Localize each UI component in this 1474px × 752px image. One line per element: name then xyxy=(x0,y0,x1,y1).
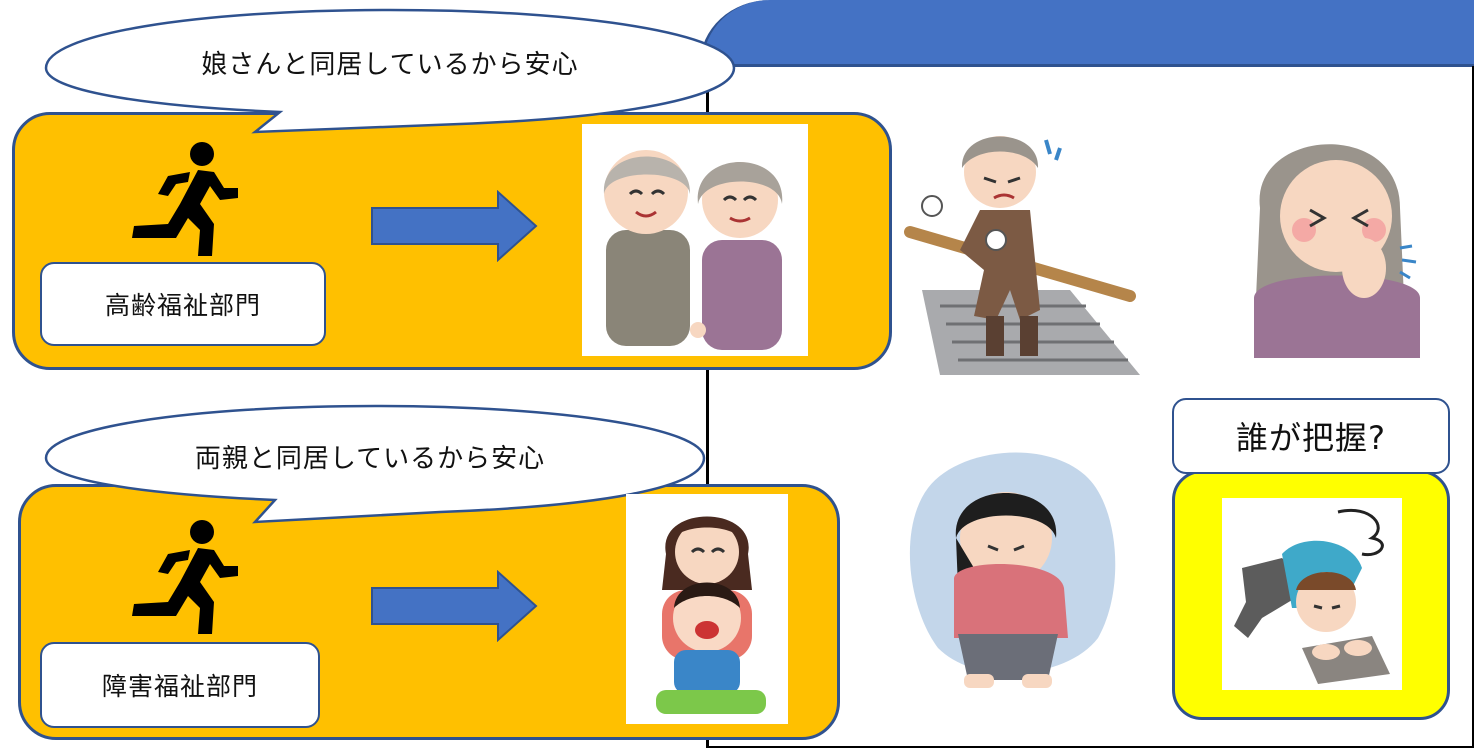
department-label: 障害福祉部門 xyxy=(40,642,320,728)
mother-child-illustration xyxy=(626,494,788,724)
speech-text: 両親と同居しているから安心 xyxy=(194,443,546,474)
elderly-couple-illustration xyxy=(582,124,808,356)
top-banner xyxy=(700,0,1474,67)
question-label: 誰が把握? xyxy=(1172,398,1450,474)
elderly-woman-coughing-illustration xyxy=(1240,118,1430,358)
running-person-icon xyxy=(132,520,238,634)
speech-bubble xyxy=(44,8,736,134)
department-label: 高齢福祉部門 xyxy=(40,262,326,346)
depressed-person-illustration xyxy=(898,438,1126,694)
right-arrow-icon xyxy=(371,190,538,262)
running-person-icon xyxy=(132,142,238,256)
elderly-man-stairs-illustration xyxy=(900,120,1140,375)
speech-text: 娘さんと同居しているから安心 xyxy=(201,49,579,80)
right-arrow-icon xyxy=(371,570,538,642)
right-panel xyxy=(706,66,1474,748)
speech-bubble xyxy=(44,404,706,524)
collapsed-worker-illustration xyxy=(1222,498,1402,690)
